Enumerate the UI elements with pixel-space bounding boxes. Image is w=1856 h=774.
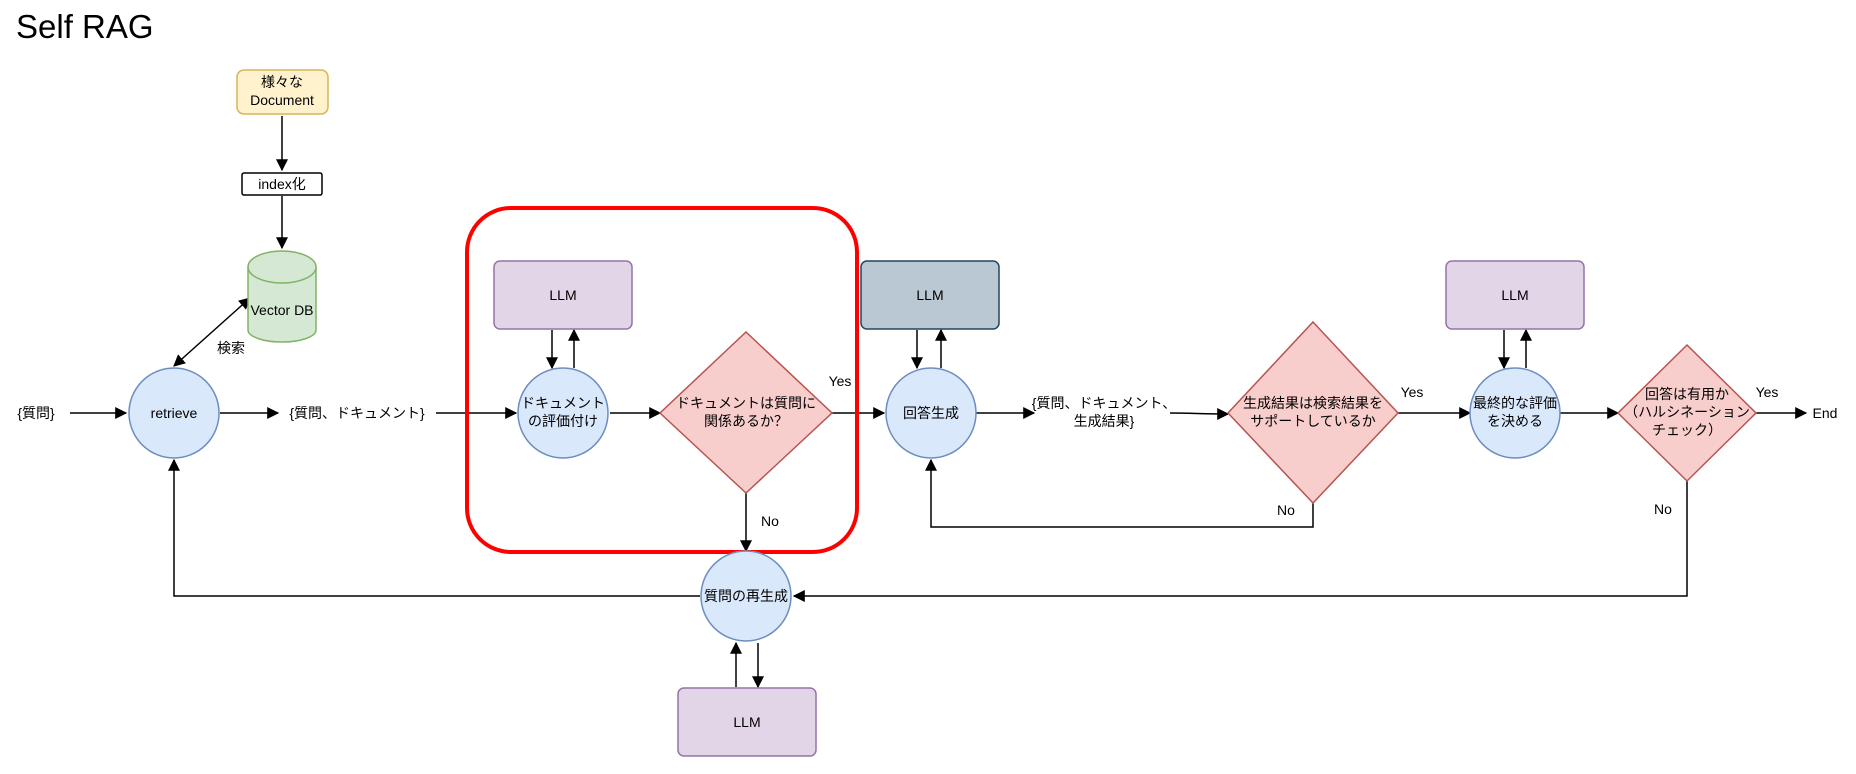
support-label-1: 生成結果は検索結果を [1243, 395, 1383, 411]
document-node [236, 69, 329, 115]
edge-rewrite-retrieve [168, 458, 700, 597]
support-yes-label: Yes [1401, 384, 1424, 400]
relevance-yes-label: Yes [829, 373, 852, 389]
generate-label: 回答生成 [903, 405, 959, 421]
retrieve-label: retrieve [151, 405, 198, 421]
llm-final-node [1445, 260, 1585, 330]
edge-support-generate [925, 458, 1314, 528]
useful-check-node [1616, 343, 1758, 483]
relevance-label-1: ドキュメントは質問に [676, 395, 816, 411]
final-eval-label-2: を決める [1487, 413, 1543, 429]
vector-db-node [247, 250, 317, 343]
index-node [241, 172, 323, 196]
index-label: index化 [258, 176, 305, 192]
relevance-no-label: No [761, 513, 779, 529]
support-label-2: サポートしているか [1250, 413, 1376, 429]
document-label-2: Document [250, 92, 314, 108]
grade-docs-node [517, 367, 609, 459]
llm-grade-label: LLM [549, 287, 576, 303]
q-doc-label: {質問、ドキュメント} [289, 405, 425, 421]
document-label-1: 様々な [261, 74, 303, 90]
highlight-box [465, 206, 859, 554]
vector-db-label: Vector DB [250, 302, 313, 318]
edge-qdocgen-support [1169, 407, 1230, 420]
question-input-label: {質問} [17, 405, 55, 421]
q-doc-gen-label-2: 生成結果} [1074, 413, 1135, 429]
llm-grade-node [493, 260, 633, 330]
llm-rewrite-node [677, 687, 817, 757]
llm-final-label: LLM [1501, 287, 1528, 303]
useful-yes-label: Yes [1756, 384, 1779, 400]
q-doc-gen-label-1: {質問、ドキュメント、 [1032, 395, 1176, 411]
search-label: 検索 [217, 340, 245, 356]
generate-node [885, 367, 977, 459]
relevance-label-2: 関係あるか？ [704, 413, 788, 429]
grade-docs-label-2: の評価付け [528, 413, 598, 429]
end-label: End [1813, 405, 1838, 421]
edge-useful-rewrite [792, 481, 1688, 602]
relevance-check-node [658, 330, 834, 495]
useful-no-label: No [1654, 501, 1672, 517]
useful-label-3: チェック） [1652, 422, 1722, 438]
rewrite-node [700, 550, 792, 642]
llm-generate-label: LLM [916, 287, 943, 303]
useful-label-1: 回答は有用か [1645, 386, 1729, 402]
final-eval-node [1469, 367, 1561, 459]
useful-label-2: （ハルシネーション [1624, 404, 1750, 420]
llm-generate-node [860, 260, 1000, 330]
llm-rewrite-label: LLM [733, 714, 760, 730]
final-eval-label-1: 最終的な評価 [1473, 395, 1557, 411]
retrieve-node [128, 367, 220, 459]
support-check-node [1226, 320, 1400, 505]
grade-docs-label-1: ドキュメント [521, 395, 605, 411]
page-title: Self RAG [16, 8, 154, 45]
edge-retrieve-db [173, 297, 251, 367]
rewrite-label: 質問の再生成 [704, 588, 788, 604]
support-no-label: No [1277, 502, 1295, 518]
